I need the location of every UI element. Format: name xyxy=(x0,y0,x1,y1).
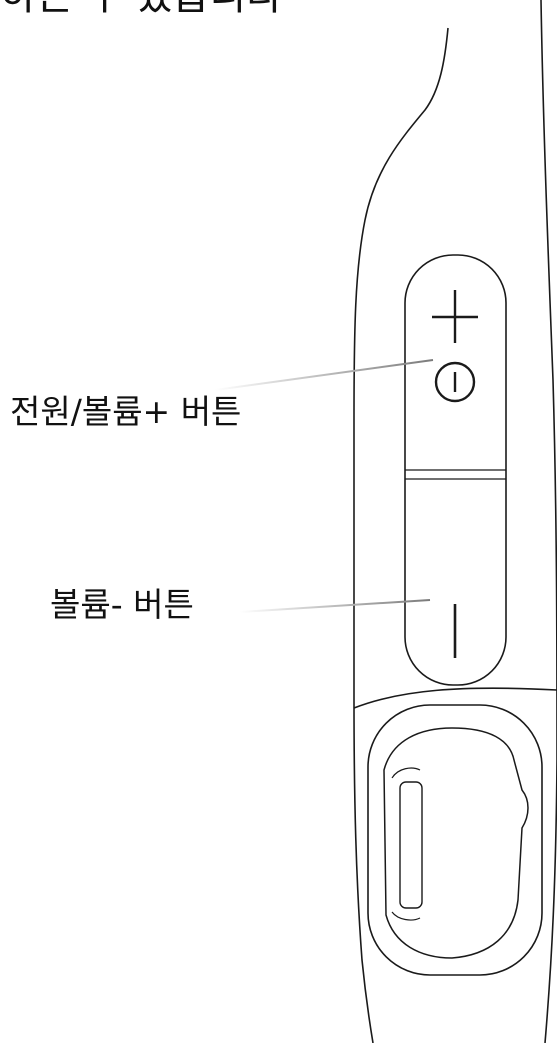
power-icon xyxy=(434,361,476,403)
leader-power xyxy=(214,359,434,391)
band-outline-left xyxy=(353,27,449,1043)
charging-port-inner xyxy=(383,727,529,959)
band-outline-right xyxy=(540,0,557,1043)
leader-voldown xyxy=(239,599,431,613)
power-volume-up-label: 전원/볼륨+ 버튼 xyxy=(10,392,242,431)
body-seam xyxy=(353,687,557,709)
volume-down-label: 볼륨- 버튼 xyxy=(50,585,194,624)
charging-port-outer xyxy=(367,704,543,976)
plus-icon xyxy=(432,290,478,343)
charging-contact xyxy=(399,781,423,909)
top-partial-text: 하는 수 있습니다 xyxy=(0,0,283,18)
